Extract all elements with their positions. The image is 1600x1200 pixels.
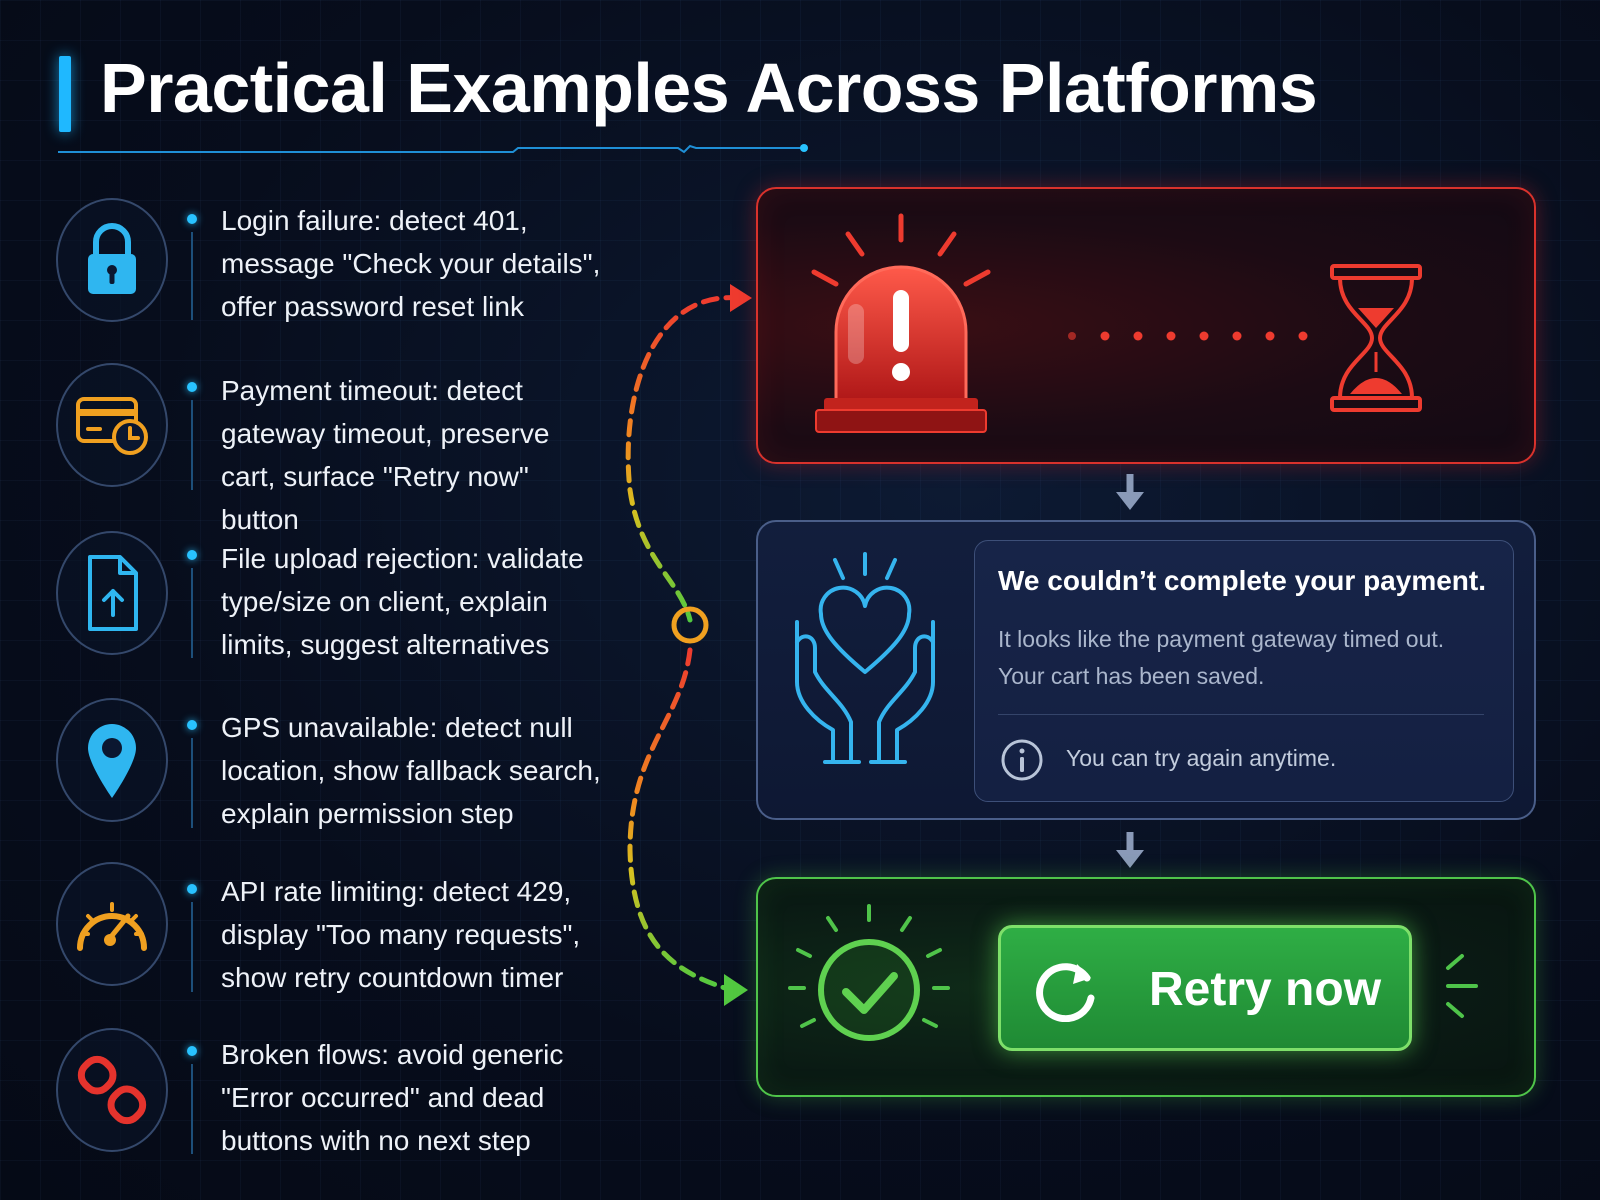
down-arrow-icon — [1116, 474, 1144, 510]
dotted-connector — [1068, 331, 1308, 341]
bullet-line — [191, 1064, 193, 1154]
card-clock-icon — [76, 397, 148, 455]
bullet-line — [191, 902, 193, 992]
bullet-line — [191, 568, 193, 658]
file-upload-icon — [88, 555, 138, 631]
list-item-icon — [56, 862, 168, 986]
bullet-dot — [187, 214, 197, 224]
bullet-line — [191, 738, 193, 828]
bullet-line — [191, 232, 193, 320]
check-circle-icon — [788, 904, 950, 1041]
message-divider — [998, 714, 1484, 715]
info-icon — [1001, 739, 1043, 781]
message-card — [974, 540, 1514, 802]
title-accent-bar — [59, 56, 71, 132]
speedometer-icon — [77, 902, 147, 951]
down-arrow-icon — [1116, 832, 1144, 868]
list-item-text: Payment timeout: detect gateway timeout,… — [221, 375, 550, 535]
heart-hands-icon — [795, 552, 935, 764]
bullet-dot — [187, 884, 197, 894]
list-item-icon — [56, 198, 168, 322]
map-pin-icon — [88, 724, 136, 798]
list-item-icon — [56, 1028, 168, 1152]
message-body: It looks like the payment gateway timed … — [998, 626, 1445, 689]
retry-now-label: Retry now — [1149, 963, 1382, 1016]
bullet-dot — [187, 550, 197, 560]
glow-rays — [1446, 954, 1478, 1018]
bullet-dot — [187, 720, 197, 730]
refresh-icon — [1036, 963, 1095, 1022]
list-item-text: File upload rejection: validate type/siz… — [221, 543, 584, 660]
message-note: You can try again anytime. — [1066, 745, 1337, 771]
bullet-dot — [187, 1046, 197, 1056]
list-item-icon — [56, 531, 168, 655]
broken-link-icon — [77, 1055, 147, 1125]
list-item-text: GPS unavailable: detect null location, s… — [221, 712, 601, 829]
bullet-dot — [187, 382, 197, 392]
hourglass-icon — [1330, 264, 1422, 412]
page-title: Practical Examples Across Platforms — [100, 49, 1318, 127]
list-item-text: Broken flows: avoid generic "Error occur… — [221, 1039, 564, 1156]
list-item-text: Login failure: detect 401, message "Chec… — [221, 205, 601, 322]
bullet-line — [191, 400, 193, 490]
lock-icon — [88, 223, 136, 294]
alarm-siren-icon — [811, 213, 991, 433]
list-item-icon — [56, 698, 168, 822]
list-item-text: API rate limiting: detect 429, display "… — [221, 876, 581, 993]
retry-now-button[interactable]: Retry now — [998, 925, 1412, 1051]
message-title: We couldn’t complete your payment. — [998, 565, 1487, 596]
title-underline — [58, 144, 808, 154]
flow-connector — [625, 284, 752, 1006]
list-item-icon — [56, 363, 168, 487]
